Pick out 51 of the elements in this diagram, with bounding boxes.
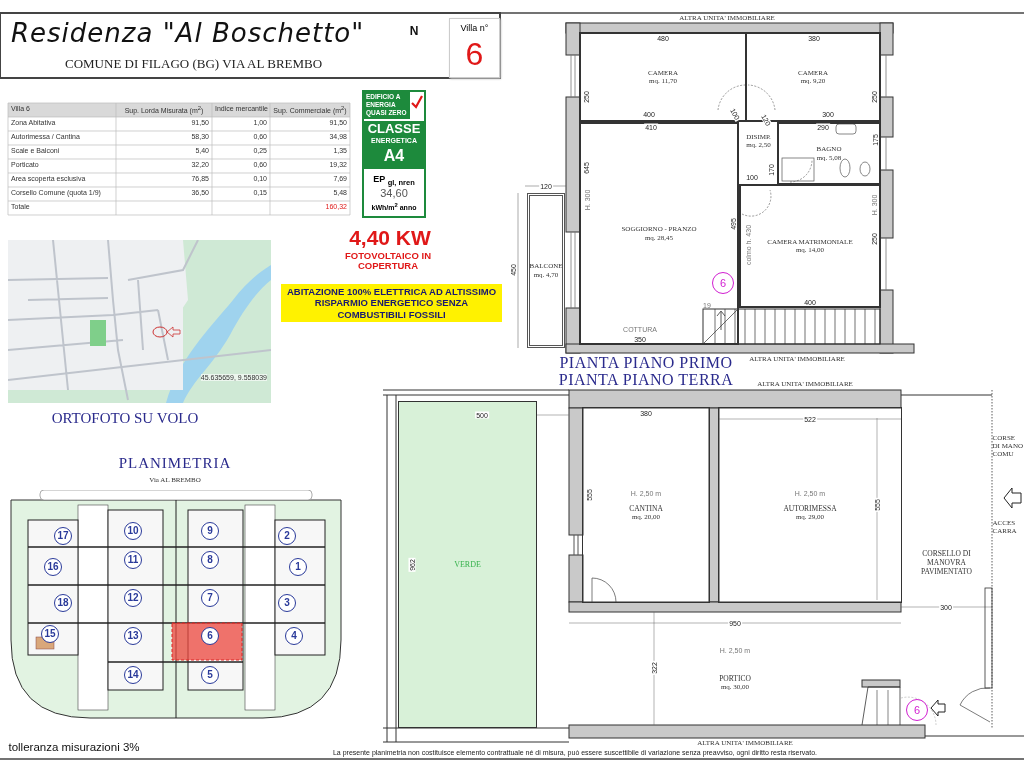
energy-index-label: EP $_{gl, nren}$ <box>372 174 416 187</box>
energy-class-title: CLASSE <box>364 121 424 136</box>
unit-number: 6 <box>207 631 213 641</box>
banner-text: ABITAZIONE 100% ELETTRICA AD ALTISSIMO RISPARMIO ENERGETICO SENZA COMBUSTIBILI FOSSILI <box>285 285 498 321</box>
room <box>582 407 710 603</box>
unit-number: 5 <box>207 670 213 680</box>
unit-number: 9 <box>207 526 213 536</box>
floor-plan-title: PIANTA PIANO PRIMO <box>559 354 733 372</box>
unit-number: 16 <box>47 562 59 572</box>
title-block <box>0 12 501 79</box>
energy-class-label <box>362 90 426 218</box>
title: Residenza "Al Boschetto" <box>11 18 365 48</box>
unit-number: 7 <box>207 593 213 603</box>
power-rating: 4,40 KW <box>349 226 431 250</box>
room <box>777 122 881 185</box>
section-title: PLANIMETRIA <box>118 454 232 472</box>
power-note: FOTOVOLTAICO IN COPERTURA <box>344 250 432 272</box>
unit-number: 14 <box>127 670 139 680</box>
unit-number: 1 <box>295 562 301 572</box>
villa-label: Villa n° <box>459 23 490 33</box>
floor-plan-title: PIANTA PIANO TERRA <box>558 371 734 389</box>
map-caption: ORTOFOTO SU VOLO <box>51 409 199 427</box>
unit-number: 8 <box>207 555 213 565</box>
unit-marker <box>906 699 928 721</box>
room <box>579 32 747 122</box>
unit-number: 4 <box>291 631 297 641</box>
unit-number: 17 <box>57 531 69 541</box>
room <box>579 122 739 345</box>
unit-number: 10 <box>127 526 139 536</box>
unit-number: 3 <box>284 598 290 608</box>
unit-number: 15 <box>44 629 56 639</box>
unit-number: 13 <box>127 631 139 641</box>
energy-index-value: 34,60 <box>379 187 409 199</box>
subtitle: COMUNE DI FILAGO (BG) VIA AL BREMBO <box>65 56 323 72</box>
unit-number: 6 <box>913 704 921 716</box>
energy-class-value: A4 <box>364 145 424 169</box>
tolerance-note: tolleranza misurazioni 3% <box>8 741 140 753</box>
villa-number: 6 <box>464 35 485 73</box>
room <box>718 407 902 603</box>
garden-area <box>398 401 537 728</box>
unit-number: 2 <box>284 531 290 541</box>
room <box>739 184 881 308</box>
unit-number: 12 <box>127 593 139 603</box>
villa-number-box <box>449 18 500 78</box>
north-label: N <box>409 24 419 38</box>
area-name: VERDE <box>454 560 481 569</box>
unit-marker <box>712 272 734 294</box>
unit-number: 18 <box>57 598 69 608</box>
unit-number: 11 <box>127 555 139 565</box>
balcony <box>527 193 565 348</box>
unit-number: 6 <box>719 277 727 289</box>
